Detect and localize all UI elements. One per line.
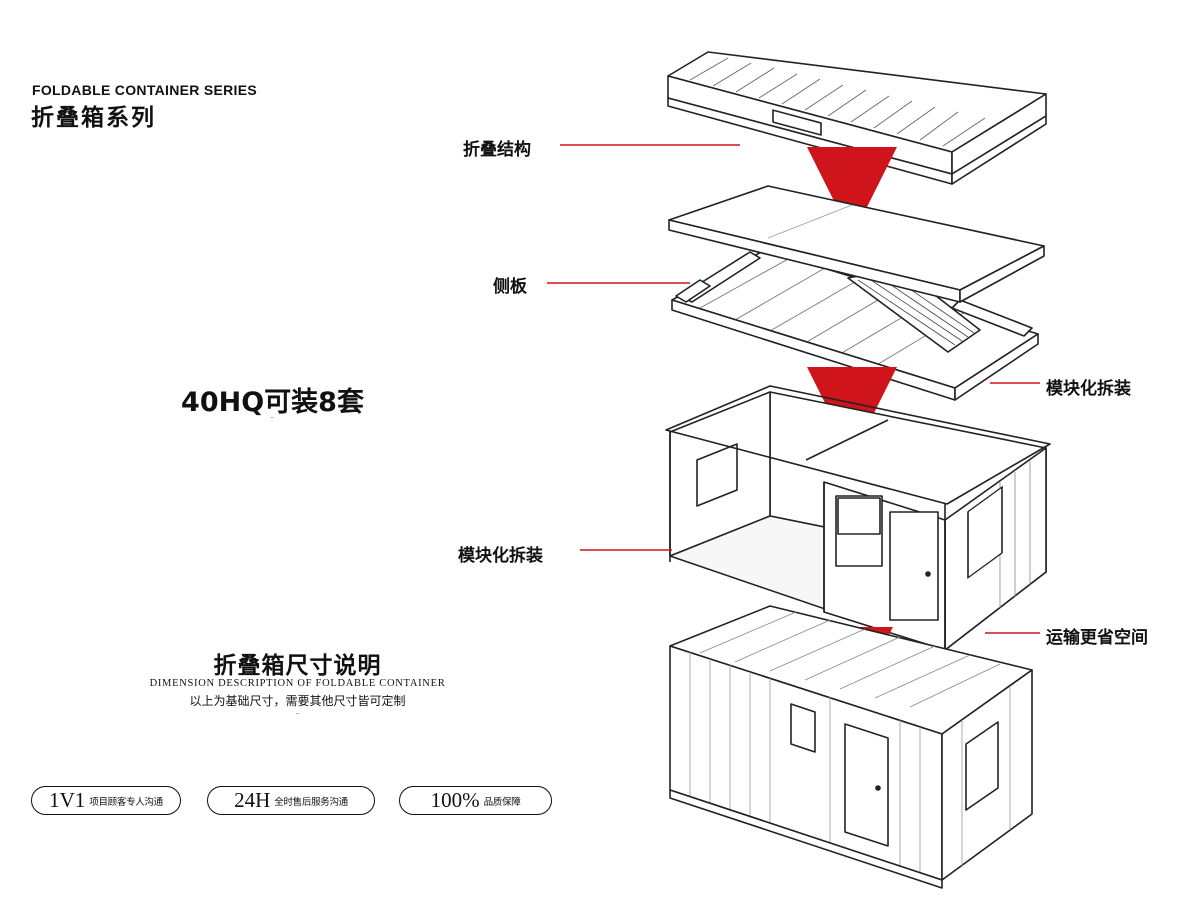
series-title-en: FOLDABLE CONTAINER SERIES — [32, 82, 258, 98]
dimension-subtitle-en: DIMENSION DESCRIPTION OF FOLDABLE CONTAI… — [149, 678, 446, 689]
callout-side-panel: 侧板 — [493, 277, 527, 297]
open-frame-module — [665, 385, 1051, 651]
assembled-container — [669, 605, 1033, 889]
badge-24h: 24H 全时售后服务沟通 — [207, 786, 375, 815]
badge-number: 1V1 — [49, 788, 86, 812]
callout-modular-right: 模块化拆装 — [1046, 379, 1131, 399]
floor-with-side-panels — [671, 249, 1039, 401]
dimension-fine-print: — — [295, 711, 299, 717]
badge-text: 品质保障 — [483, 796, 521, 808]
badge-1v1: 1V1 项目顾客专人沟通 — [31, 786, 181, 815]
callout-transport: 运输更省空间 — [1046, 628, 1148, 648]
badge-number: 100% — [430, 788, 480, 812]
capacity-subline: — — [270, 415, 275, 421]
badge-100: 100% 品质保障 — [399, 786, 552, 815]
badge-text: 全时售后服务沟通 — [274, 796, 348, 808]
badge-text: 项目顾客专人沟通 — [89, 796, 163, 808]
callout-fold-structure: 折叠结构 — [463, 140, 531, 160]
capacity-headline: 40HQ可装8套 — [181, 387, 364, 418]
badge-number: 24H — [234, 788, 271, 812]
series-title-cn: 折叠箱系列 — [31, 105, 156, 131]
dimension-note: 以上为基础尺寸，需要其他尺寸皆可定制 — [189, 694, 406, 708]
side-panel-top — [668, 185, 1045, 303]
dimension-title: 折叠箱尺寸说明 — [213, 653, 382, 679]
callout-modular-left: 模块化拆装 — [458, 546, 543, 566]
roof-frame — [667, 51, 1047, 185]
